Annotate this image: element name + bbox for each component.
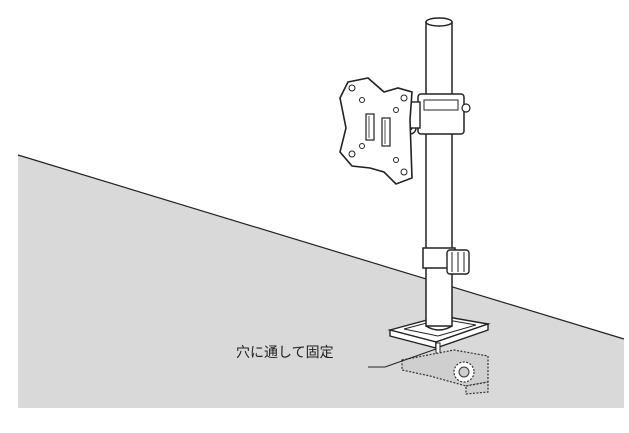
monitor-pole-icon xyxy=(422,17,470,331)
callout-label: 穴に通して固定 xyxy=(236,345,334,361)
desk-clamp-icon xyxy=(401,342,489,395)
desk-surface xyxy=(18,155,624,408)
vesa-mount-plate-icon xyxy=(339,77,413,185)
desk-edge-line xyxy=(17,154,625,340)
callout-leader-line xyxy=(368,348,437,368)
desk-base-plate xyxy=(387,315,491,349)
